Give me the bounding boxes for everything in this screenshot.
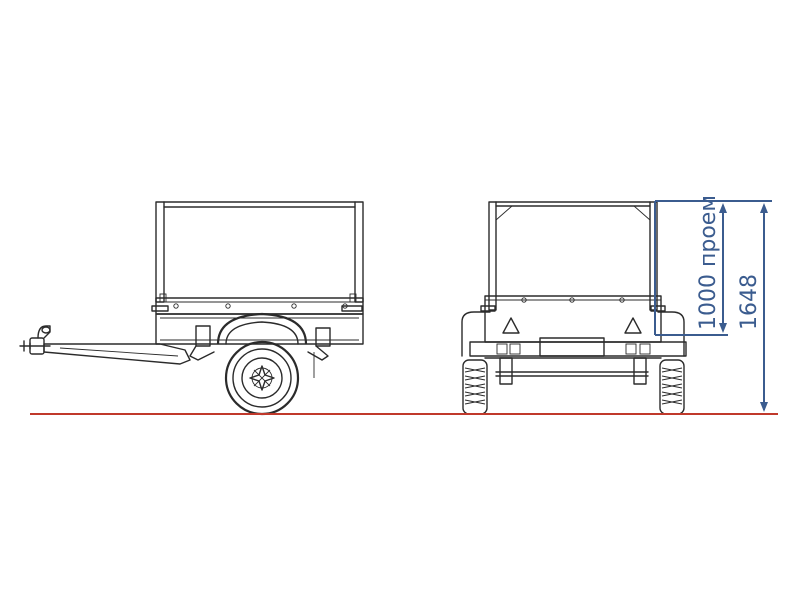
side-wheel <box>224 340 300 416</box>
overall-height-label: 1648 <box>737 274 762 330</box>
rear-wheel-right <box>659 359 685 415</box>
opening-dimension-label: 1000 проем <box>696 195 721 330</box>
tow-hitch <box>19 325 51 355</box>
dimension-lines <box>654 200 772 415</box>
rear-wheel-left <box>462 359 488 415</box>
side-view <box>19 201 364 416</box>
rear-view <box>461 201 687 415</box>
side-body <box>151 201 364 378</box>
drawbar <box>43 343 191 365</box>
